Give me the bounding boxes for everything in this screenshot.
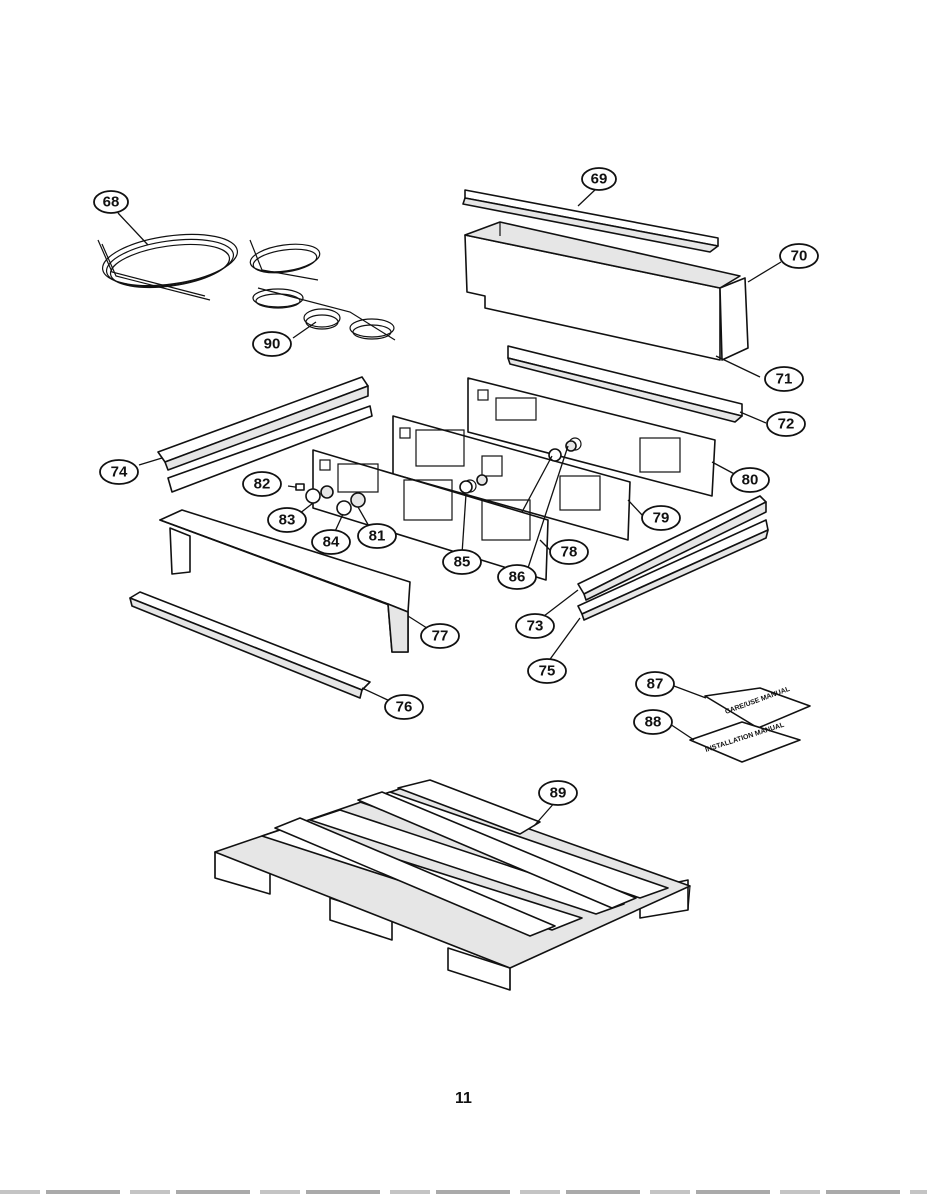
part-70-side-bracket xyxy=(719,277,749,361)
callout-86: 86 xyxy=(497,564,537,590)
svg-text:85: 85 xyxy=(454,554,471,571)
part-88-installation-manual: INSTALLATION MANUAL xyxy=(689,721,801,763)
callout-73: 73 xyxy=(515,613,555,639)
callout-81: 81 xyxy=(357,523,397,549)
callout-74: 74 xyxy=(99,459,139,485)
svg-text:71: 71 xyxy=(776,371,793,388)
callout-90: 90 xyxy=(252,331,292,357)
svg-text:81: 81 xyxy=(369,528,386,545)
svg-text:75: 75 xyxy=(539,663,556,680)
leader-lines xyxy=(117,187,782,827)
svg-text:87: 87 xyxy=(647,676,664,693)
svg-text:84: 84 xyxy=(323,534,340,551)
callout-70: 70 xyxy=(779,243,819,269)
part-87-care-use-manual: CARE/USE MANUAL xyxy=(704,686,811,729)
svg-text:86: 86 xyxy=(509,569,526,586)
svg-text:80: 80 xyxy=(742,472,759,489)
part-90-small-coils xyxy=(252,287,396,341)
callout-84: 84 xyxy=(311,529,351,555)
svg-text:69: 69 xyxy=(591,171,608,188)
part-76-bottom-rail xyxy=(129,591,371,699)
svg-text:73: 73 xyxy=(527,618,544,635)
svg-text:90: 90 xyxy=(264,336,281,353)
callout-82: 82 xyxy=(242,471,282,497)
part-68-cable-coil xyxy=(97,233,321,301)
svg-text:68: 68 xyxy=(103,194,120,211)
svg-text:70: 70 xyxy=(791,248,808,265)
svg-text:76: 76 xyxy=(396,699,413,716)
callout-76: 76 xyxy=(384,694,424,720)
part-82-screw xyxy=(287,483,305,491)
svg-text:88: 88 xyxy=(645,714,662,731)
svg-text:82: 82 xyxy=(254,476,271,493)
callout-77: 77 xyxy=(420,623,460,649)
part-89-pallet xyxy=(214,779,691,991)
svg-text:72: 72 xyxy=(778,416,795,433)
svg-text:83: 83 xyxy=(279,512,296,529)
callout-68: 68 xyxy=(93,190,129,214)
part-74-side-rails xyxy=(157,376,373,493)
callout-75: 75 xyxy=(527,658,567,684)
part-69-top-trim xyxy=(462,189,719,253)
callout-83: 83 xyxy=(267,507,307,533)
part-77-front-housing xyxy=(159,509,411,653)
callout-80: 80 xyxy=(730,467,770,493)
part-71-back-panel xyxy=(464,221,741,361)
svg-text:74: 74 xyxy=(111,464,128,481)
callout-85: 85 xyxy=(442,549,482,575)
page-number: 11 xyxy=(455,1090,472,1107)
callout-69: 69 xyxy=(581,167,617,191)
scan-edge-artifact xyxy=(0,1190,927,1194)
callout-72: 72 xyxy=(766,411,806,437)
callout-79: 79 xyxy=(641,505,681,531)
part-73-75-right-rails xyxy=(577,495,769,621)
callout-71: 71 xyxy=(764,366,804,392)
callout-87: 87 xyxy=(635,671,675,697)
callout-78: 78 xyxy=(549,539,589,565)
svg-text:89: 89 xyxy=(550,785,567,802)
part-80-control-panel xyxy=(467,377,716,497)
svg-text:79: 79 xyxy=(653,510,670,527)
control-knobs xyxy=(305,440,577,516)
callout-88: 88 xyxy=(633,709,673,735)
svg-text:78: 78 xyxy=(561,544,578,561)
part-72-rear-rail xyxy=(507,345,743,423)
callout-89: 89 xyxy=(538,780,578,806)
svg-text:77: 77 xyxy=(432,628,449,645)
